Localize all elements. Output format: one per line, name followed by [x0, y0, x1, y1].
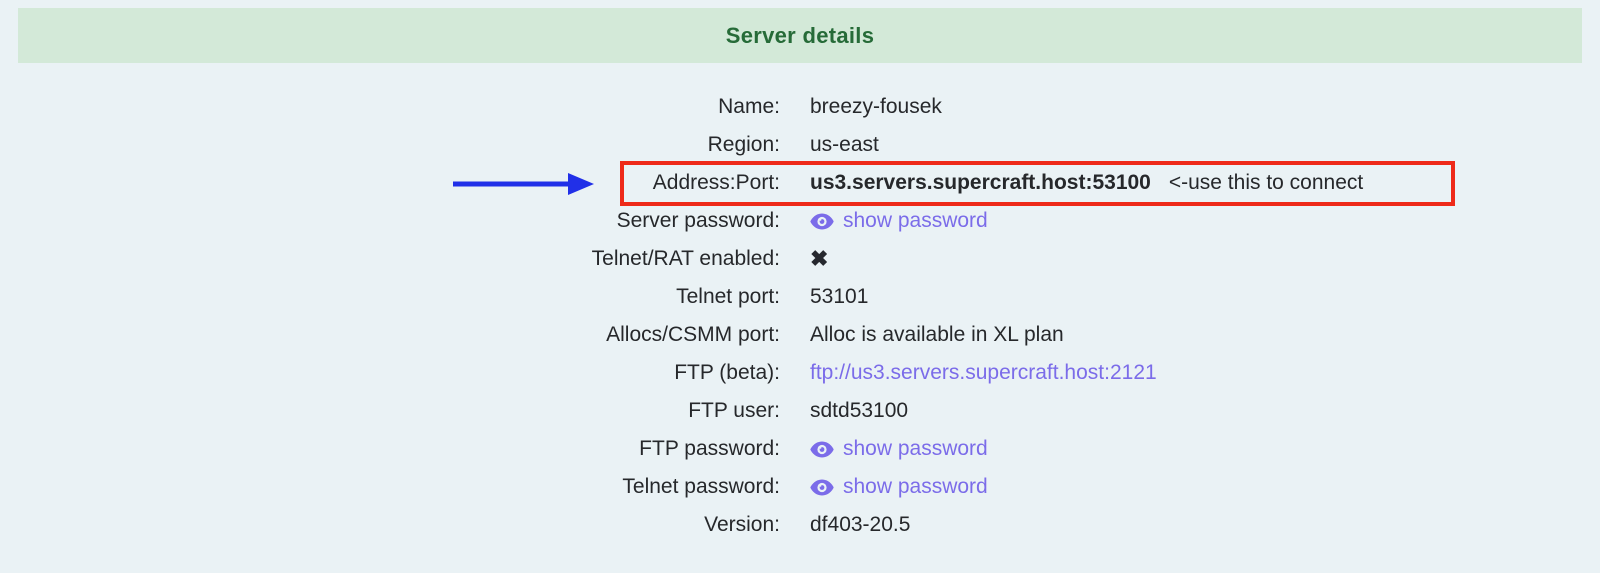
show-password-label: show password [843, 475, 988, 498]
server-address: us3.servers.supercraft.host:53100 [810, 171, 1151, 194]
cross-icon: ✖ [810, 246, 829, 271]
row-value: breezy-fousek [810, 95, 942, 118]
show-telnet-password-link[interactable]: show password [810, 475, 988, 499]
ftp-link[interactable]: ftp://us3.servers.supercraft.host:2121 [810, 361, 1157, 384]
row-value: sdtd53100 [810, 399, 909, 422]
show-ftp-password-link[interactable]: show password [810, 437, 988, 461]
row-ftp-user: FTP user: sdtd53100 [0, 392, 1600, 430]
row-value: 53101 [810, 285, 869, 308]
row-value: us-east [810, 133, 879, 156]
eye-icon [810, 441, 834, 457]
row-value: df403-20.5 [810, 513, 911, 536]
row-label: FTP password: [639, 437, 780, 460]
eye-icon [810, 213, 834, 229]
row-server-password: Server password: show password [0, 202, 1600, 240]
row-label: FTP user: [688, 399, 780, 422]
show-password-label: show password [843, 209, 988, 232]
row-label: Telnet password: [622, 475, 780, 498]
row-label: Server password: [616, 209, 780, 232]
row-telnet-password: Telnet password: show password [0, 468, 1600, 506]
row-version: Version: df403-20.5 [0, 506, 1600, 544]
row-name: Name: breezy-fousek [0, 88, 1600, 126]
row-allocs-csmm-port: Allocs/CSMM port: Alloc is available in … [0, 316, 1600, 354]
row-telnet-port: Telnet port: 53101 [0, 278, 1600, 316]
row-telnet-rat-enabled: Telnet/RAT enabled: ✖ [0, 240, 1600, 278]
row-ftp-password: FTP password: show password [0, 430, 1600, 468]
row-label: Name: [718, 95, 780, 118]
row-address-port: Address:Port: us3.servers.supercraft.hos… [0, 164, 1600, 202]
row-label: Region: [707, 133, 780, 156]
show-server-password-link[interactable]: show password [810, 209, 988, 233]
row-label: Version: [704, 513, 780, 536]
page-title: Server details [725, 22, 875, 48]
row-ftp-beta: FTP (beta): ftp://us3.servers.supercraft… [0, 354, 1600, 392]
server-details-table: Name: breezy-fousek Region: us-east Addr… [0, 88, 1600, 544]
row-label: FTP (beta): [674, 361, 780, 384]
row-label: Allocs/CSMM port: [606, 323, 780, 346]
row-value: us3.servers.supercraft.host:53100 <-use t… [810, 171, 1363, 195]
row-value: Alloc is available in XL plan [810, 323, 1064, 346]
row-region: Region: us-east [0, 126, 1600, 164]
row-label: Telnet/RAT enabled: [591, 247, 780, 270]
connect-hint: <-use this to connect [1168, 171, 1364, 194]
eye-icon [810, 479, 834, 495]
row-label: Telnet port: [676, 285, 780, 308]
show-password-label: show password [843, 437, 988, 460]
server-details-header: Server details [18, 8, 1582, 63]
row-label: Address:Port: [652, 171, 780, 194]
